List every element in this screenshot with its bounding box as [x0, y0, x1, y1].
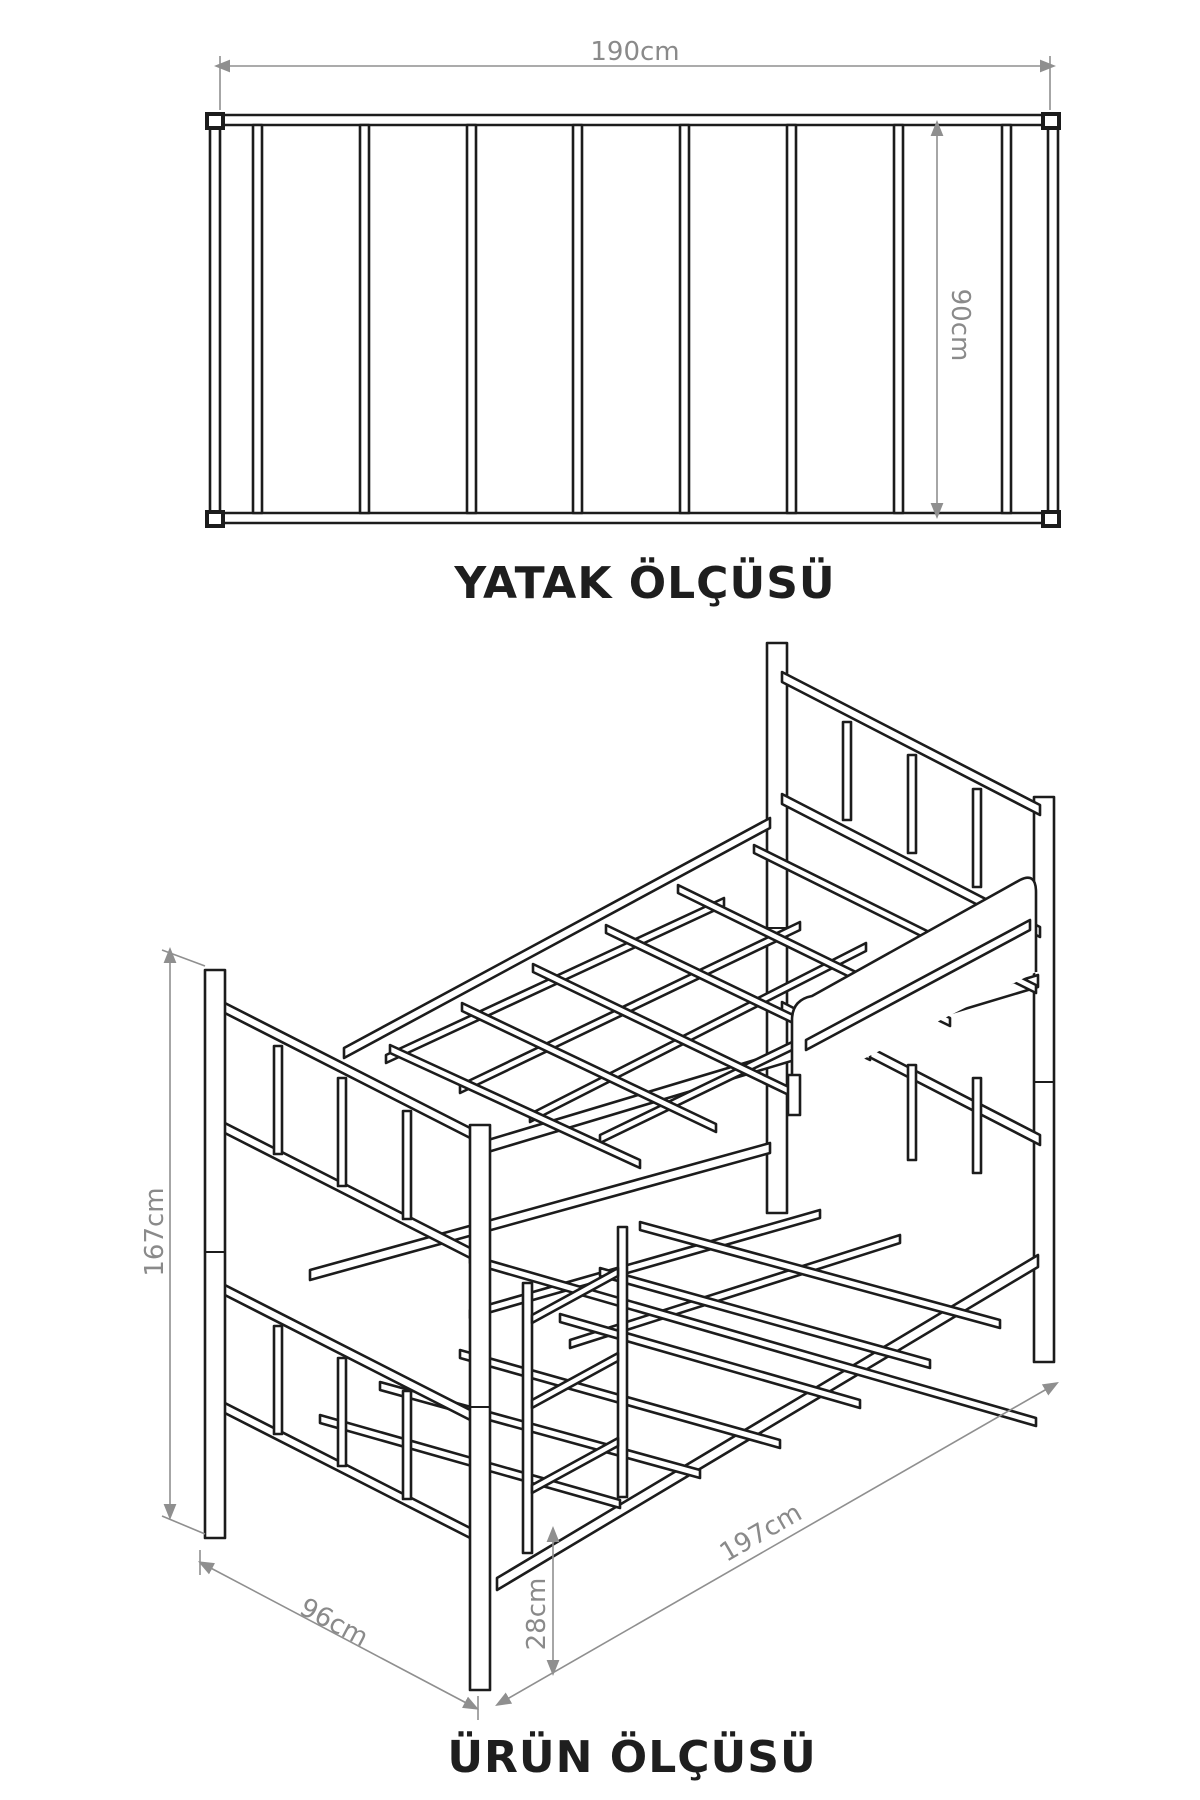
front-left-post	[203, 968, 227, 1540]
width-label-96: 96cm	[295, 1593, 373, 1654]
width-label-190: 190cm	[590, 37, 679, 67]
height-dimension-90: 90cm	[930, 120, 975, 519]
length-dimension-197: 197cm	[495, 1382, 1059, 1706]
height-label-90: 90cm	[945, 289, 975, 362]
clearance-dimension-28: 28cm	[522, 1526, 560, 1676]
front-headboard-lower	[213, 1278, 480, 1544]
lower-bed-slats	[318, 1220, 1038, 1510]
height-label-167: 167cm	[140, 1187, 170, 1276]
front-right-post	[468, 1123, 492, 1692]
product-size-caption: ÜRÜN ÖLÇÜSÜ	[447, 1730, 816, 1783]
length-label-197: 197cm	[715, 1498, 807, 1569]
bed-top-view: 190cm	[205, 37, 1061, 609]
bed-size-caption: YATAK ÖLÇÜSÜ	[453, 556, 835, 609]
front-headboard-upper	[213, 996, 480, 1264]
bunk-bed-isometric-view: 167cm 96cm 197cm 28cm ÜRÜN ÖLÇÜSÜ	[140, 641, 1059, 1783]
back-right-post	[1032, 795, 1056, 1364]
bed-frame-outline	[205, 112, 1061, 528]
height-dimension-167: 167cm	[140, 947, 206, 1535]
back-headboard-upper	[780, 670, 1042, 939]
width-dimension-190: 190cm	[214, 37, 1056, 110]
bed-slats	[251, 123, 1013, 515]
back-left-post	[765, 641, 789, 1215]
width-dimension-96: 96cm	[197, 1550, 480, 1720]
safety-guard-rail	[786, 876, 1038, 1117]
clearance-label-28: 28cm	[522, 1578, 552, 1651]
